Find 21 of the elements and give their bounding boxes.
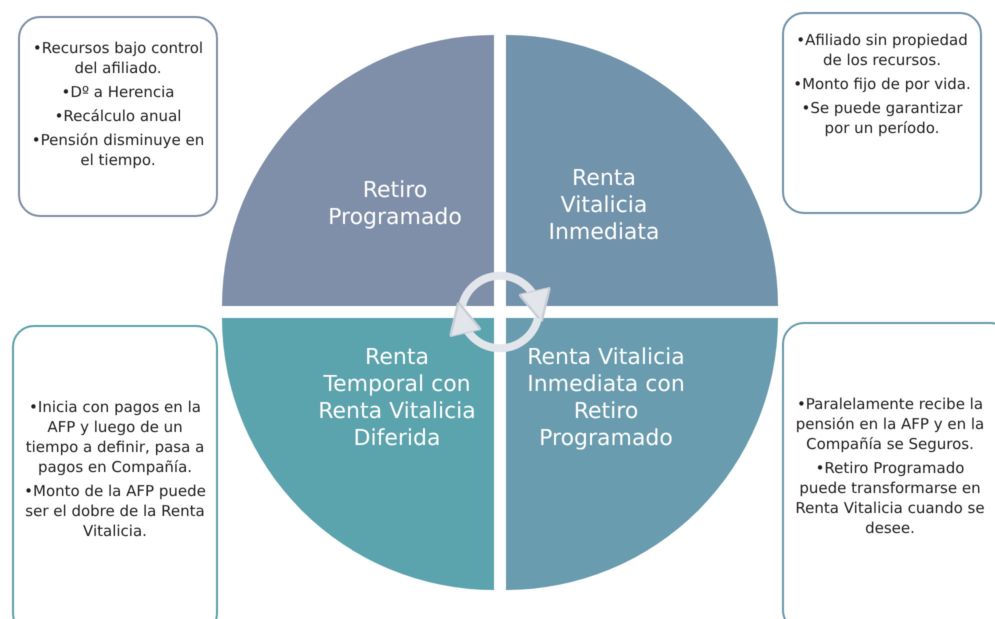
quadrant-title: Renta Vitalicia Inmediata [548, 166, 660, 245]
quadrant-title: Renta Temporal con Renta Vitalicia Diferida [318, 345, 476, 451]
description-card [782, 322, 995, 619]
cycle-arrow [458, 272, 550, 323]
bullet-text: •Recursos bajo control del afiliado. [32, 38, 204, 78]
cycle-arrow [450, 301, 542, 352]
quadrant-title: Retiro Programado [328, 178, 462, 230]
description-card [18, 16, 218, 217]
bullet-text: •Recálculo anual [54, 106, 182, 126]
description-card [12, 325, 218, 619]
bullet-text: •Inicia con pagos en la AFP y luego de un tiempo a definir, pasa a pagos en Compañía. [24, 397, 206, 477]
bullet-text: •Se puede garantizar por un período. [800, 98, 964, 138]
quadrant-title: Renta Vitalicia Inmediata con Retiro Programado [527, 345, 685, 451]
bullet-text: •Monto de la AFP puede ser el dobre de la Renta Vitalicia. [23, 481, 207, 541]
bullet-text: •Retiro Programado puede transformarse en Renta Vitalicia cuando se desee. [794, 458, 986, 538]
bullet-text: •Paralelamente recibe la pensión en la AFP y en la Compañía se Seguros. [794, 394, 986, 454]
bullet-text: •Pensión disminuye en el tiempo. [30, 130, 206, 170]
bullet-text: •Monto fijo de por vida. [792, 74, 972, 94]
bullet-text: •Dº a Herencia [60, 82, 176, 102]
description-card [782, 12, 982, 214]
bullet-text: •Afiliado sin propiedad de los recursos. [795, 30, 969, 70]
